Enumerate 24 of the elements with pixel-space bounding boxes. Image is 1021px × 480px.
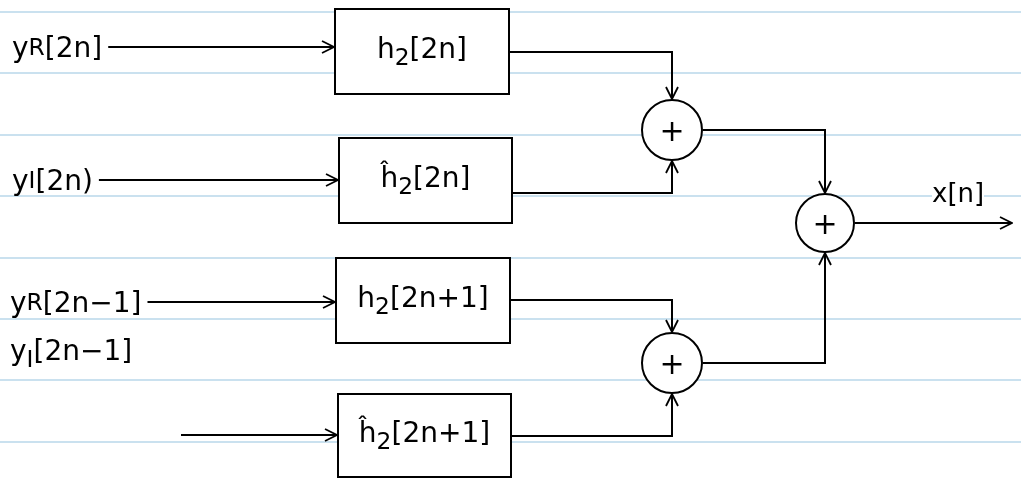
filter-box xyxy=(335,257,511,344)
arrow xyxy=(511,393,679,437)
arrow xyxy=(702,252,832,364)
arrow xyxy=(107,40,335,54)
edge-label: x[n] xyxy=(932,179,985,208)
arrow xyxy=(97,173,339,187)
arrow xyxy=(512,160,679,194)
filter-label: ĥ$_{2}$[2n+1] xyxy=(358,416,491,455)
filter-label: ĥ$_{2}$[2n] xyxy=(380,161,471,200)
arrow xyxy=(854,216,1013,230)
plus-sign: + xyxy=(812,205,838,241)
plus-sign: + xyxy=(659,345,685,381)
filter-box xyxy=(337,393,512,478)
arrow xyxy=(146,295,336,309)
arrow xyxy=(702,129,832,194)
arrow xyxy=(180,428,338,442)
filter-box xyxy=(338,137,513,224)
summing-junction xyxy=(795,193,855,253)
filter-label: h$_{2}$[2n] xyxy=(377,32,467,71)
arrow xyxy=(510,299,679,333)
arrow xyxy=(509,51,679,100)
filter-label: h$_{2}$[2n+1] xyxy=(357,281,489,320)
filter-box xyxy=(334,8,510,95)
plus-sign: + xyxy=(659,112,685,148)
